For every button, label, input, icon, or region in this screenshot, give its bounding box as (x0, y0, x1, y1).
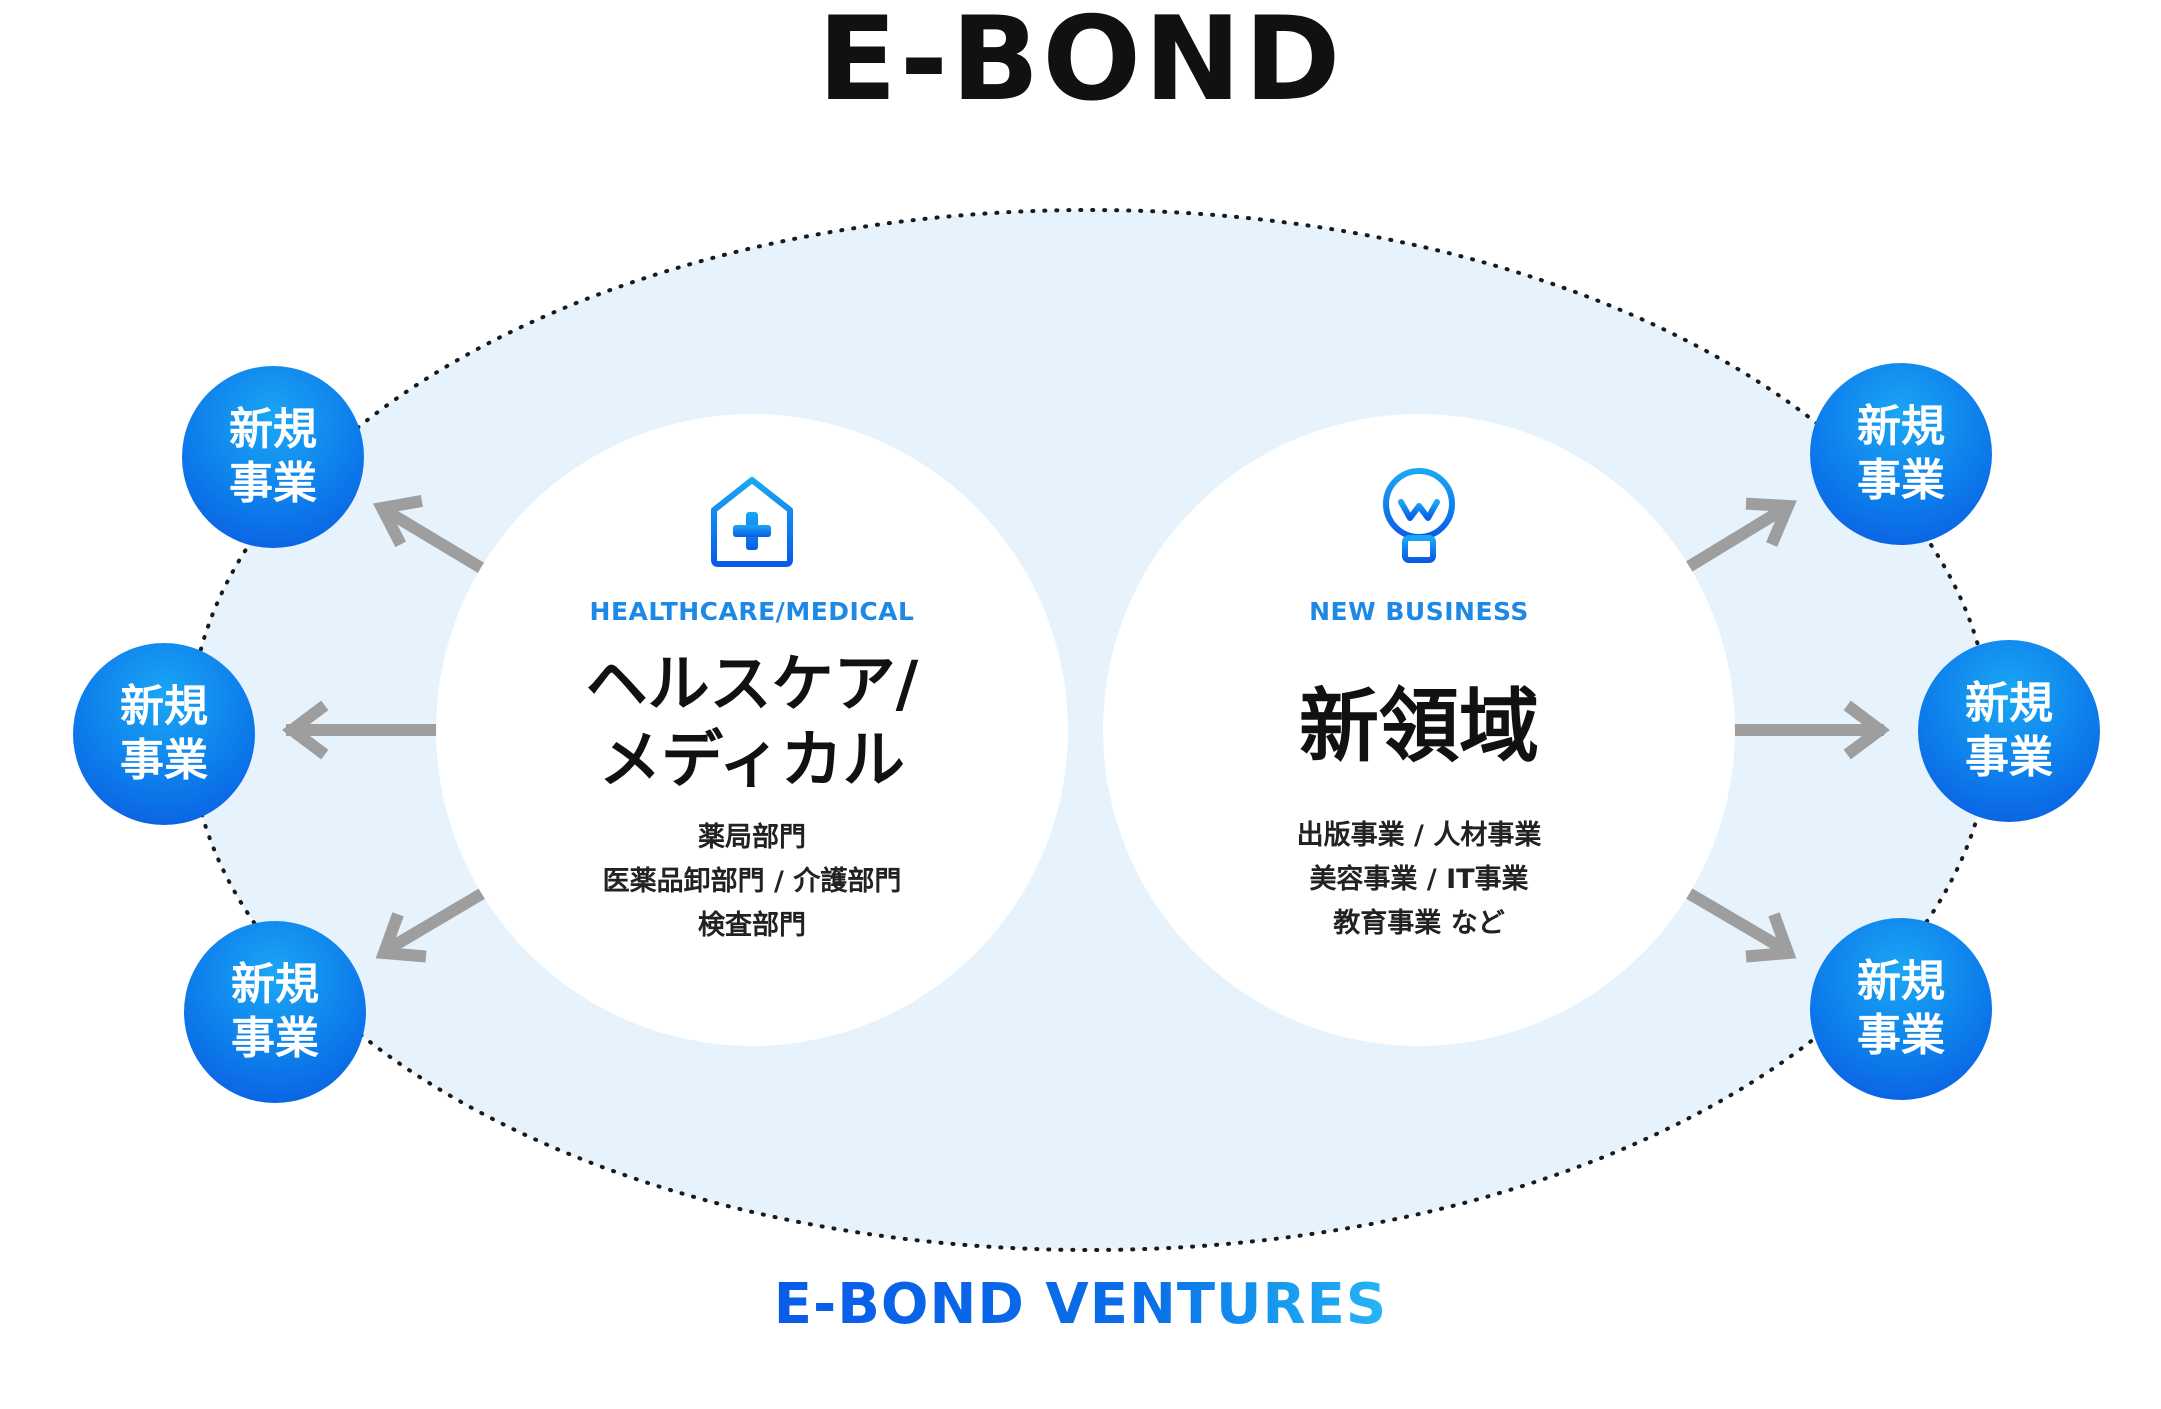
node-line2: 事業 (120, 735, 208, 786)
node-line1: 新規 (231, 959, 319, 1010)
node-line1: 新規 (120, 681, 208, 732)
page-title: E-BOND (817, 0, 1344, 127)
healthcare-heading-line1: ヘルスケア/ (585, 647, 919, 720)
node-line2: 事業 (1857, 1010, 1945, 1061)
arrow-right-lower (1681, 885, 1797, 963)
new-business-node-right-middle: 新規 事業 (1918, 640, 2100, 822)
healthcare-detail-2: 医薬品卸部門 / 介護部門 (602, 866, 902, 897)
new-business-node-left-middle: 新規 事業 (73, 643, 255, 825)
node-line2: 事業 (229, 458, 317, 509)
new-business-heading: 新領域 (1299, 680, 1539, 773)
lightbulb-icon (1374, 464, 1464, 572)
ventures-footer-part1: E-BOND VENTUR (773, 1272, 1307, 1337)
node-line1: 新規 (1965, 678, 2053, 729)
healthcare-detail-3: 検査部門 (698, 910, 806, 941)
arrow-right-upper (1681, 497, 1797, 575)
node-line2: 事業 (1857, 455, 1945, 506)
new-business-node-left-upper: 新規 事業 (182, 366, 364, 548)
healthcare-heading: ヘルスケア/ メディカル (436, 646, 1068, 798)
ventures-footer-part2: ES (1306, 1272, 1388, 1337)
node-line1: 新規 (1857, 401, 1945, 452)
new-business-detail-1: 出版事業 / 人材事業 (1296, 820, 1542, 851)
healthcare-detail-1: 薬局部門 (698, 822, 806, 853)
ventures-footer: E-BOND VENTURES (0, 1270, 2161, 1340)
new-business-node-right-upper: 新規 事業 (1810, 363, 1992, 545)
arrows (282, 495, 1890, 963)
healthcare-core-circle: HEALTHCARE/MEDICAL ヘルスケア/ メディカル 薬局部門 医薬品… (436, 414, 1068, 1046)
medical-house-icon (704, 472, 800, 574)
node-line1: 新規 (1857, 956, 1945, 1007)
node-line2: 事業 (1965, 732, 2053, 783)
node-line2: 事業 (231, 1013, 319, 1064)
arrow-left-lower (375, 887, 487, 963)
arrow-left-upper (372, 495, 487, 575)
new-business-english-label: NEW BUSINESS (1309, 597, 1529, 626)
new-business-details: 出版事業 / 人材事業 美容事業 / IT事業 教育事業 など (1103, 814, 1735, 946)
new-business-detail-2: 美容事業 / IT事業 (1309, 864, 1529, 895)
new-business-node-left-lower: 新規 事業 (184, 921, 366, 1103)
healthcare-details: 薬局部門 医薬品卸部門 / 介護部門 検査部門 (436, 816, 1068, 948)
new-business-core-circle: NEW BUSINESS 新領域 出版事業 / 人材事業 美容事業 / IT事業… (1103, 414, 1735, 1046)
node-line1: 新規 (229, 404, 317, 455)
arrow-left-middle (282, 700, 442, 760)
arrow-right-middle (1734, 700, 1890, 760)
healthcare-heading-line2: メディカル (599, 723, 905, 796)
new-business-node-right-lower: 新規 事業 (1810, 918, 1992, 1100)
healthcare-english-label: HEALTHCARE/MEDICAL (589, 597, 915, 626)
new-business-detail-3: 教育事業 など (1333, 908, 1505, 939)
